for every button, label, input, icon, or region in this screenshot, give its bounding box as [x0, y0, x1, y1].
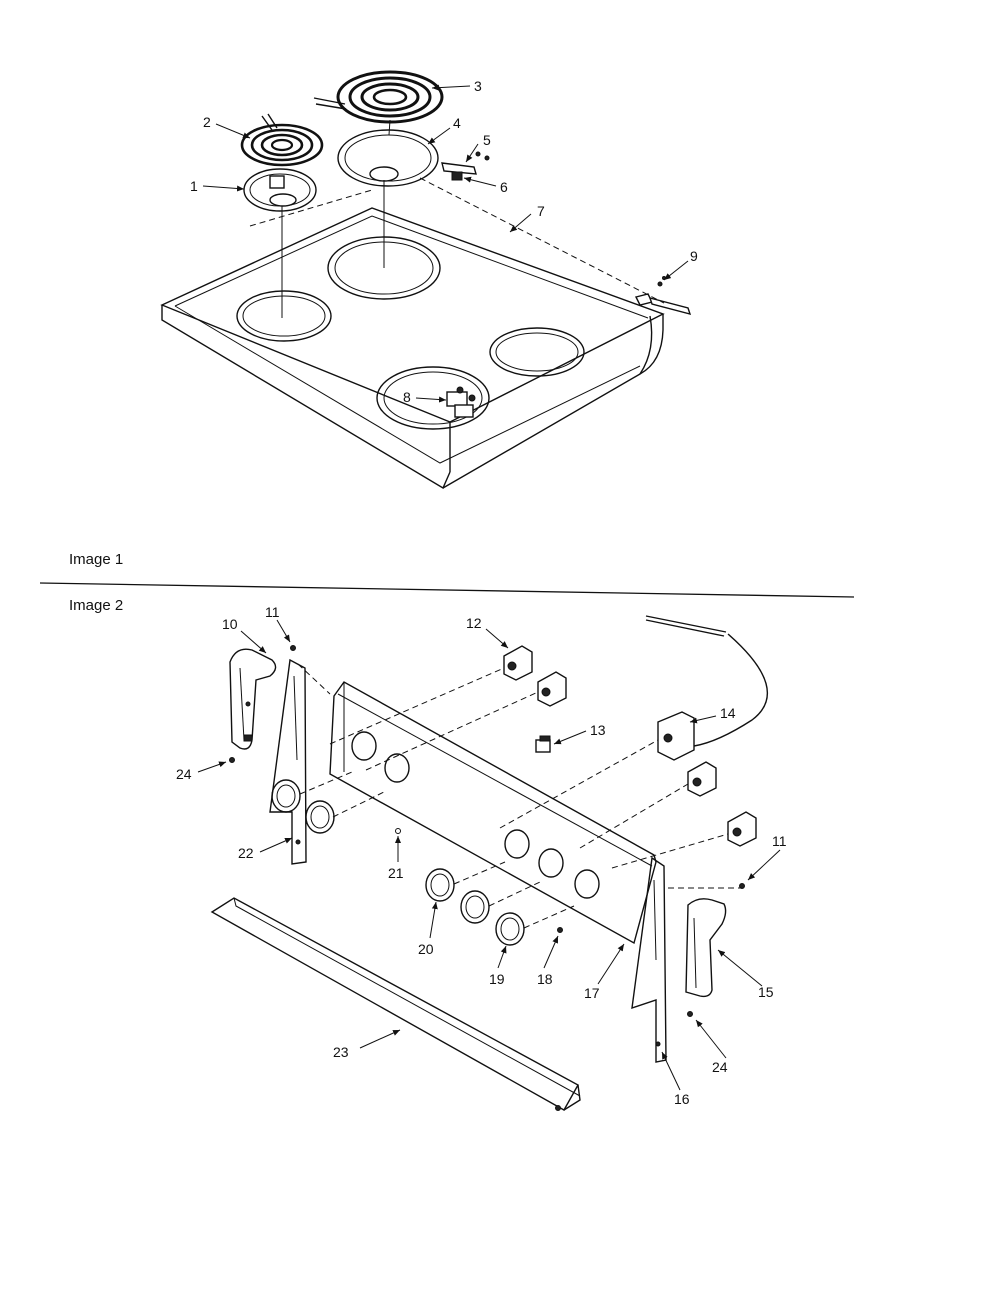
control-panel [329, 681, 657, 945]
section-divider [39, 582, 855, 598]
callout-2: 2 [203, 114, 211, 130]
callout-17: 17 [584, 985, 600, 1001]
hinge-9 [634, 276, 692, 316]
callout-24-left: 24 [176, 766, 192, 782]
screw-18 [557, 927, 563, 933]
switch-assembly-14 [645, 615, 769, 761]
side-bracket-right [631, 856, 667, 1063]
callout-22: 22 [238, 845, 254, 861]
surface-element-small [240, 113, 324, 167]
callout-14: 14 [720, 705, 736, 721]
switch-13 [535, 735, 551, 753]
callout-3: 3 [474, 78, 482, 94]
callout-4: 4 [453, 115, 461, 131]
infinite-switches-right [687, 761, 757, 847]
side-bracket-left [269, 658, 307, 865]
callout-12: 12 [466, 615, 482, 631]
callout-19: 19 [489, 971, 505, 987]
screw-24-right [687, 1011, 693, 1017]
callout-16: 16 [674, 1091, 690, 1107]
caption-image-1: Image 1 [69, 551, 124, 568]
clip-21 [395, 828, 401, 834]
drip-bowl-large [337, 129, 439, 187]
screw-11-left [290, 645, 296, 651]
callout-7: 7 [537, 203, 545, 219]
cooktop-assembly [160, 207, 692, 490]
end-cap-right [685, 898, 727, 998]
callout-15: 15 [758, 984, 774, 1000]
terminal-block-8 [446, 386, 476, 418]
callout-6: 6 [500, 179, 508, 195]
callout-21: 21 [388, 865, 404, 881]
caption-image-2: Image 2 [69, 597, 124, 614]
callout-23: 23 [333, 1044, 349, 1060]
bottom-trim [210, 897, 581, 1111]
callout-10: 10 [222, 616, 238, 632]
control-knobs [271, 779, 525, 946]
callout-20: 20 [418, 941, 434, 957]
screw-24-left [229, 757, 235, 763]
infinite-switches-upper [503, 645, 567, 707]
callout-24-right: 24 [712, 1059, 728, 1075]
callout-11-left: 11 [265, 604, 280, 620]
drip-bowl-small [243, 168, 317, 212]
element-receptacle-5-6 [441, 151, 490, 181]
surface-element-large [313, 70, 444, 124]
callout-8: 8 [403, 389, 411, 405]
end-cap-left [229, 648, 277, 750]
callout-9: 9 [690, 248, 698, 264]
callout-1: 1 [190, 178, 198, 194]
callout-5: 5 [483, 132, 491, 148]
callout-13: 13 [590, 722, 606, 738]
callout-11-right: 11 [772, 833, 787, 849]
callout-18: 18 [537, 971, 553, 987]
